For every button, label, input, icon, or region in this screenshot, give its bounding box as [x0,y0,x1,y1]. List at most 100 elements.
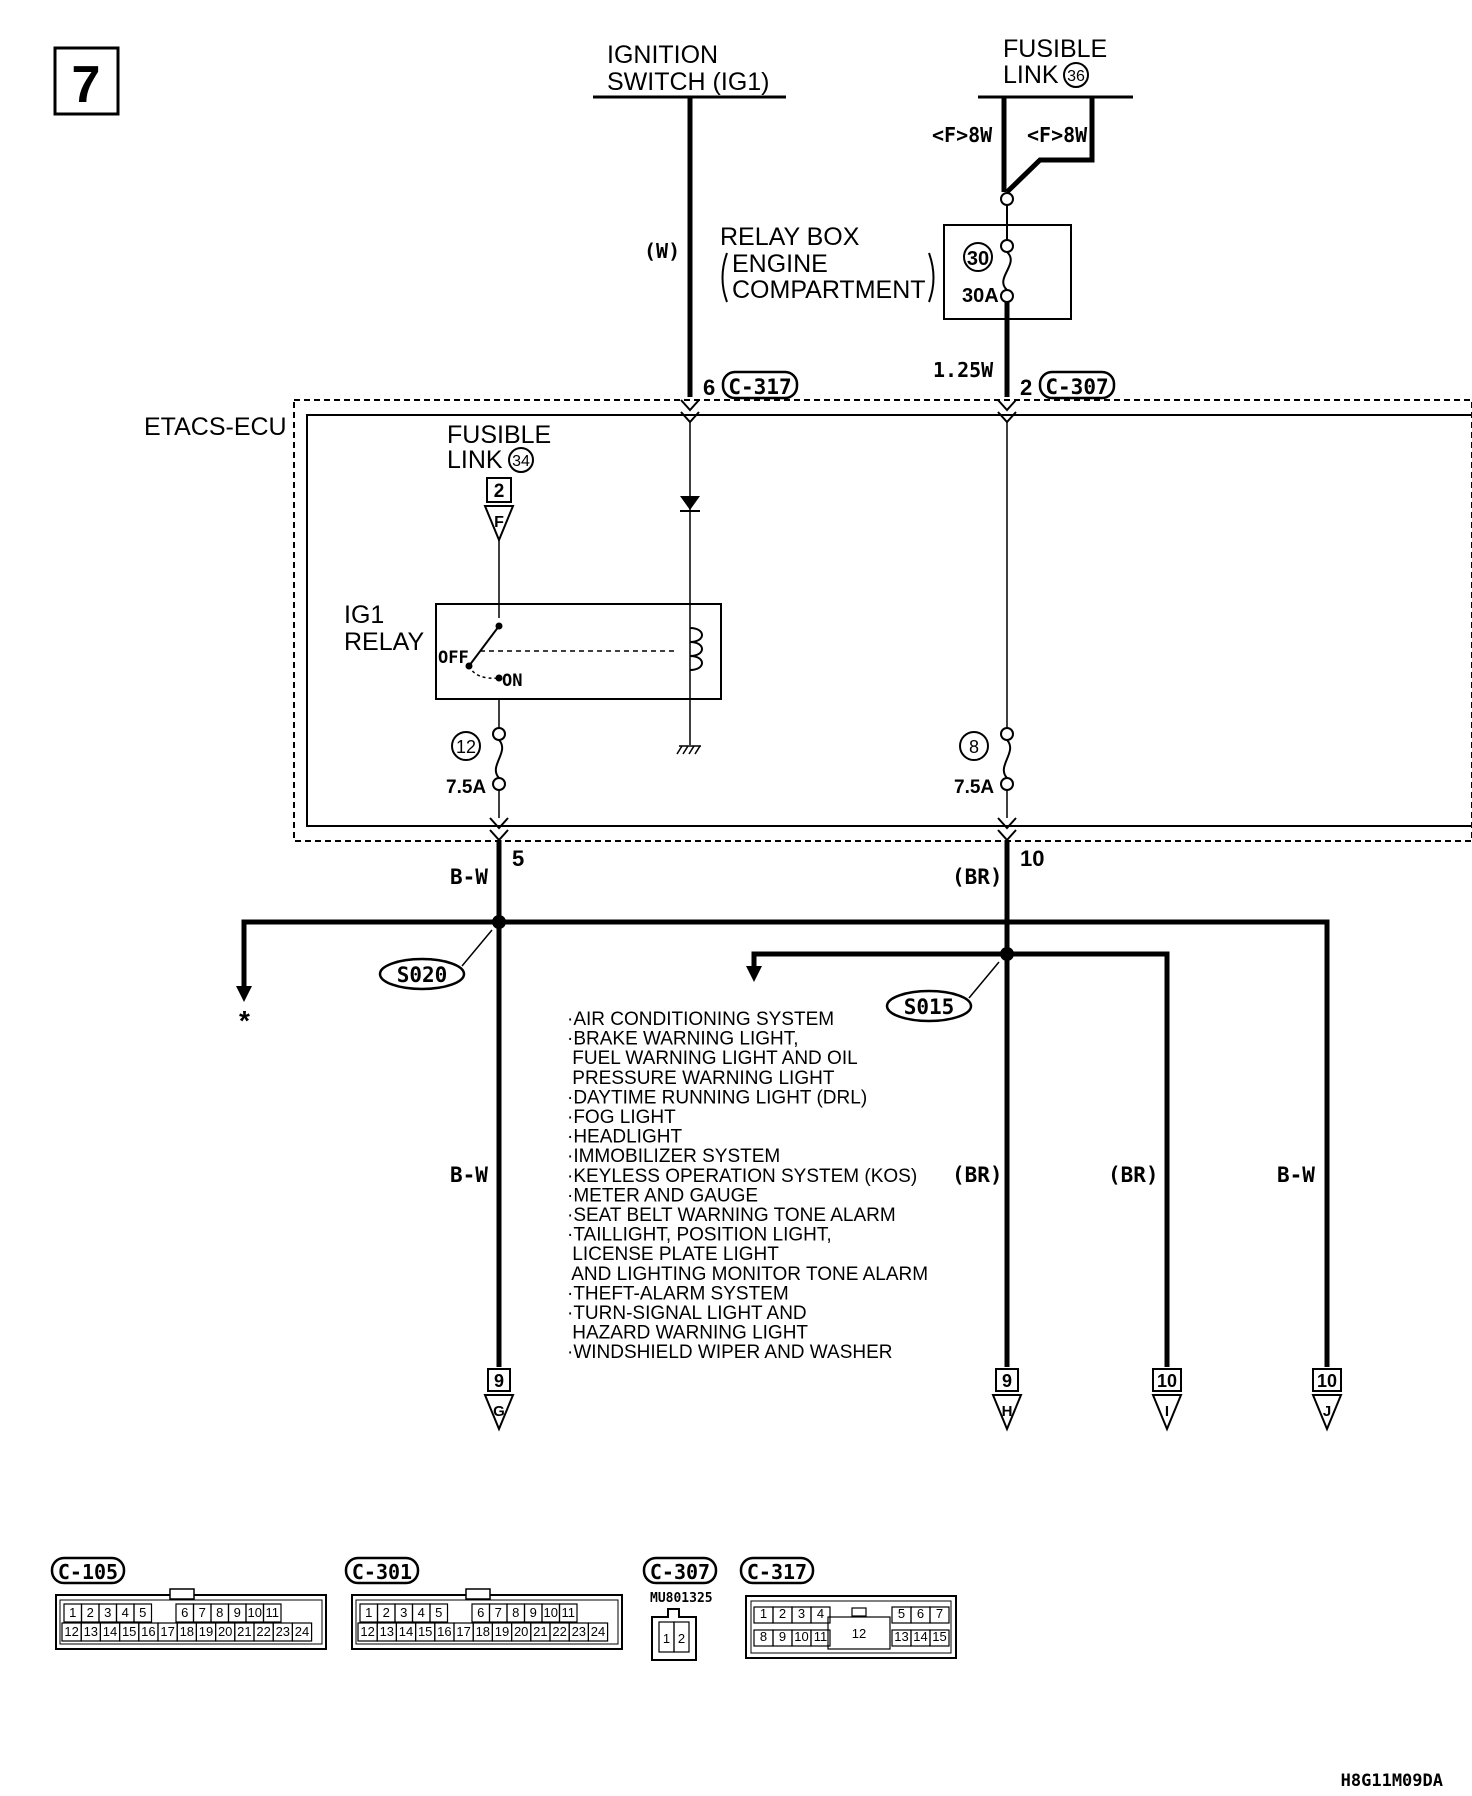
system-list-item: ·WINDSHIELD WIPER AND WASHER [567,1342,893,1363]
c105-face-label: C-105 [58,1560,118,1584]
c301-face-label: C-301 [352,1560,412,1584]
connector-pin: 15 [418,1624,432,1639]
system-list-item: HAZARD WARNING LIGHT [567,1323,808,1344]
system-list-item: LICENSE PLATE LIGHT [567,1244,779,1265]
connector-pin: 8 [216,1605,223,1620]
fuse-12-rating: 7.5A [446,777,486,798]
system-list-item: ·TAILLIGHT, POSITION LIGHT, [567,1225,832,1246]
etacs-ecu [293,399,1472,842]
system-list-item: AND LIGHTING MONITOR TONE ALARM [567,1264,928,1285]
ignition-switch-label-1: IGNITION [607,41,718,69]
system-list-item: ·FOG LIGHT [567,1107,676,1128]
fusible-link-34-number: 34 [512,453,530,470]
connector-pin: 15 [932,1629,946,1644]
connector-pin: 1 [69,1605,76,1620]
relay-box-fuse-number: 30 [967,248,989,270]
output-i-letter: I [1165,1403,1169,1420]
connector-pin: 13 [84,1624,98,1639]
ground-symbol [676,745,701,755]
output-i: 10 I [1151,1368,1183,1432]
ecu-out-pin-left: 5 [512,846,524,871]
connector-pin: 23 [572,1624,586,1639]
connector-pin: 13 [380,1624,394,1639]
splice-s020-dot [492,915,506,929]
wire-125w: 1.25W [933,358,994,382]
connector-pin: 1 [365,1605,372,1620]
relay-off-label: OFF [438,648,469,668]
connector-pin: 5 [898,1606,905,1621]
connector-pin: 8 [760,1629,767,1644]
connector-pin: 19 [199,1624,213,1639]
connector-pin: 21 [533,1624,547,1639]
c307-label: C-307 [1045,375,1108,399]
wire-br-lower-2: (BR) [1108,1163,1159,1187]
splice-s015 [885,961,1000,1023]
asterisk: * [239,1005,250,1036]
connector-pin: 11 [814,1629,828,1644]
ig1-relay-label-2: RELAY [344,628,424,656]
connector-pin: 2 [87,1605,94,1620]
connector-pin: 3 [400,1605,407,1620]
output-h: 9 H [991,1368,1023,1432]
c307-pin-2: 2 [678,1631,685,1646]
ignition-wire-color: (W) [644,239,680,263]
connector-pin: 21 [237,1624,251,1639]
connector-pin: 8 [512,1605,519,1620]
etacs-ecu-label: ETACS-ECU [144,413,287,441]
connector-pin: 6 [181,1605,188,1620]
fusible-link-36-label-1: FUSIBLE [1003,35,1107,63]
output-g-letter: G [493,1403,505,1420]
connector-pin: 3 [104,1605,111,1620]
fusible-link-36-number: 36 [1067,68,1085,85]
connector-pin: 11 [562,1605,576,1620]
connector-pin: 5 [139,1605,146,1620]
system-list-item: ·HEADLIGHT [567,1127,682,1148]
c317-pin: 6 [703,375,715,400]
system-list-item: ·KEYLESS OPERATION SYSTEM (KOS) [567,1166,917,1187]
page-number-box: 7 [53,46,120,116]
connector-pin: 5 [435,1605,442,1620]
connector-pin: 2 [383,1605,390,1620]
connector-pin: 24 [591,1624,605,1639]
connector-pin: 4 [122,1605,129,1620]
fuse-8-number: 8 [969,737,979,757]
connector-pin: 4 [418,1605,425,1620]
connector-pin: 14 [399,1624,413,1639]
relay-box: 30 30A [943,192,1072,320]
relay-box-fuse-rating: 30A [962,285,999,307]
connector-pin: 18 [180,1624,194,1639]
connector-pin: 13 [894,1629,908,1644]
ignition-switch-label-2: SWITCH (IG1) [607,68,770,96]
fuse-8 [959,727,1014,791]
connector-pin: 22 [552,1624,566,1639]
connector-pin: 9 [530,1605,537,1620]
system-list-item: ·SEAT BELT WARNING TONE ALARM [567,1205,896,1226]
c307-pin-1: 1 [663,1631,670,1646]
system-list-item: ·TURN-SIGNAL LIGHT AND [567,1303,807,1324]
connector-pin: 15 [122,1624,136,1639]
connector-pin: 1 [760,1606,767,1621]
connector-pin: 9 [234,1605,241,1620]
system-list-item: ·METER AND GAUGE [567,1185,758,1206]
relay-on-label: ON [502,671,522,691]
c307-part-number: MU801325 [650,1591,713,1606]
splice-s015-dot [1000,947,1014,961]
connector-face-c307: C-307 MU801325 1 2 [642,1556,718,1661]
connector-pin: 14 [913,1629,927,1644]
connector-pin: 17 [456,1624,470,1639]
connector-pin: 17 [160,1624,174,1639]
wire-bw-lower-right: B-W [1277,1163,1315,1187]
fusible-link-36-source: FUSIBLE LINK 36 [978,35,1133,99]
fuse-12-number: 12 [456,737,476,757]
connector-pin: 23 [276,1624,290,1639]
connector-pin: 4 [817,1606,824,1621]
connector-pin: 20 [218,1624,232,1639]
connector-pin: 20 [514,1624,528,1639]
output-h-letter: H [1002,1403,1013,1420]
wire-bw-lower-left: B-W [450,1163,488,1187]
c317-label: C-317 [728,375,791,399]
